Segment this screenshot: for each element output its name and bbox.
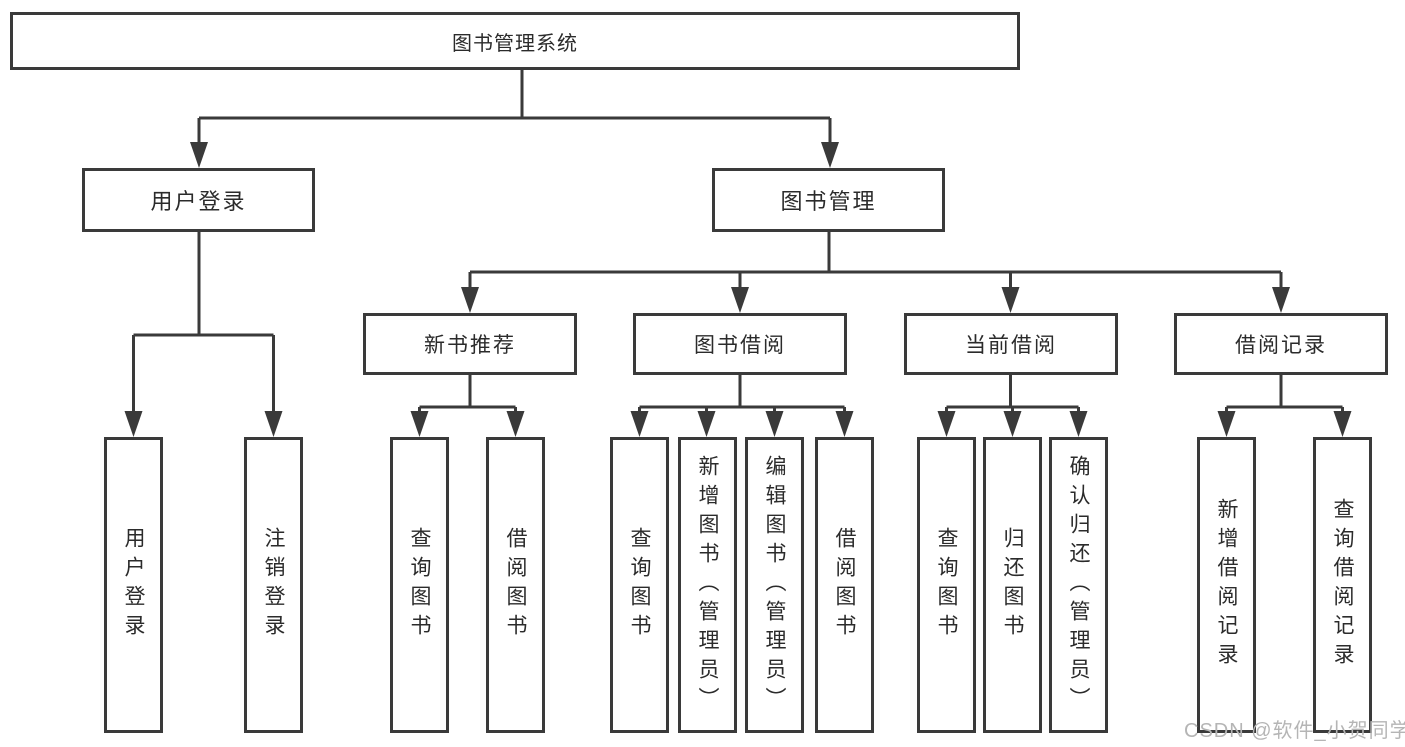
arrow-down-icon <box>1217 411 1236 437</box>
leaf-add-books-admin: 新增图书（管理员） <box>678 437 737 733</box>
arrow-down-icon <box>1003 411 1022 437</box>
node-label: 当前借阅 <box>965 334 1057 357</box>
leaf-add-borrow-record: 新增借阅记录 <box>1197 437 1256 733</box>
node-book-management-branch: 图书管理 <box>712 168 945 232</box>
arrow-down-icon <box>461 287 479 313</box>
node-label: 查询图书 <box>408 527 431 643</box>
node-label: 用户登录 <box>150 189 247 214</box>
leaf-query-books-current: 查询图书 <box>917 437 976 733</box>
arrow-down-icon <box>835 411 854 437</box>
node-label: 图书管理 <box>780 189 877 214</box>
arrow-down-icon <box>731 287 749 313</box>
arrow-down-icon <box>937 411 956 437</box>
node-label: 新增借阅记录 <box>1215 498 1238 672</box>
leaf-user-login: 用户登录 <box>104 437 163 733</box>
arrow-down-icon <box>1272 287 1290 313</box>
arrow-down-icon <box>697 411 716 437</box>
leaf-logout: 注销登录 <box>244 437 303 733</box>
arrow-down-icon <box>264 411 283 437</box>
leaf-confirm-return-admin: 确认归还（管理员） <box>1049 437 1108 733</box>
node-current-borrowing: 当前借阅 <box>904 313 1118 375</box>
node-label: 借阅图书 <box>833 527 856 643</box>
node-borrowing-records: 借阅记录 <box>1174 313 1388 375</box>
node-label: 查询借阅记录 <box>1331 498 1354 672</box>
leaf-borrow-books-recommend: 借阅图书 <box>486 437 545 733</box>
node-label: 图书借阅 <box>694 334 786 357</box>
arrow-down-icon <box>1001 287 1020 313</box>
arrow-down-icon <box>630 411 649 437</box>
node-label: 归还图书 <box>1001 527 1024 643</box>
node-label: 借阅图书 <box>504 527 527 643</box>
node-label: 查询图书 <box>935 527 958 643</box>
leaf-borrow-books: 借阅图书 <box>815 437 874 733</box>
node-book-borrowing: 图书借阅 <box>633 313 847 375</box>
arrow-down-icon <box>1069 411 1088 437</box>
arrow-down-icon <box>190 142 208 168</box>
leaf-query-borrow-record: 查询借阅记录 <box>1313 437 1372 733</box>
arrow-down-icon <box>410 411 429 437</box>
node-label: 借阅记录 <box>1235 334 1327 357</box>
arrow-down-icon <box>821 142 839 168</box>
leaf-query-books-borrow: 查询图书 <box>610 437 669 733</box>
csdn-watermark: CSDN @软件_小贺同学 <box>1184 720 1405 742</box>
leaf-return-books: 归还图书 <box>983 437 1042 733</box>
node-label: 用户登录 <box>122 527 145 643</box>
arrow-down-icon <box>1333 411 1352 437</box>
leaf-query-books-recommend: 查询图书 <box>390 437 449 733</box>
node-label: 图书管理系统 <box>452 32 578 55</box>
node-label: 新增图书（管理员） <box>696 454 719 716</box>
node-library-management-system: 图书管理系统 <box>10 12 1020 70</box>
arrow-down-icon <box>765 411 784 437</box>
node-user-login-branch: 用户登录 <box>82 168 315 232</box>
node-label: 查询图书 <box>628 527 651 643</box>
arrow-down-icon <box>124 411 143 437</box>
node-label: 编辑图书（管理员） <box>763 454 786 716</box>
node-new-book-recommendation: 新书推荐 <box>363 313 577 375</box>
leaf-edit-books-admin: 编辑图书（管理员） <box>745 437 804 733</box>
arrow-down-icon <box>506 411 525 437</box>
node-label: 新书推荐 <box>424 334 516 357</box>
node-label: 注销登录 <box>262 527 285 643</box>
node-label: 确认归还（管理员） <box>1067 454 1090 716</box>
